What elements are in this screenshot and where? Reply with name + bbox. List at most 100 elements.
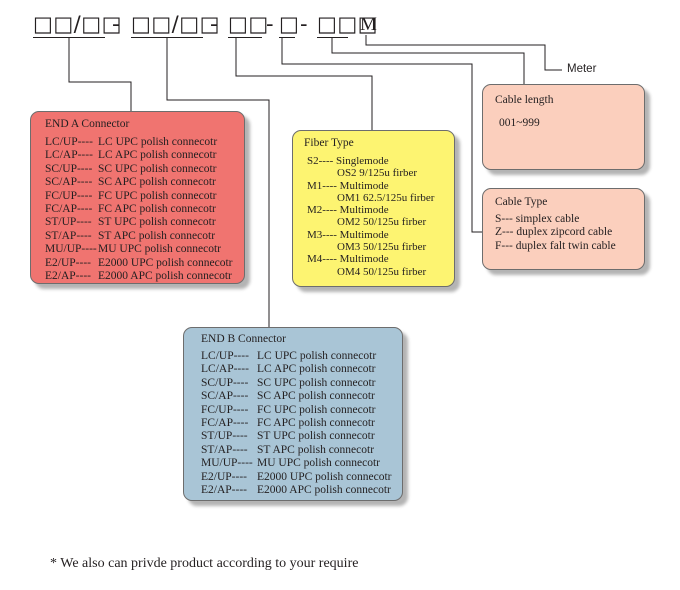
connector-code: FC/UP---- — [45, 189, 93, 202]
list-item: SC/AP---- SC APC polish connecotr — [201, 390, 391, 403]
connector-desc: LC APC polish connecotr — [98, 149, 217, 162]
code-seg-length: □□□ — [317, 12, 379, 36]
connector-desc: LC APC polish connecotr — [257, 363, 376, 376]
fiber-line: OM3 50/125u firber — [337, 241, 427, 254]
fiber-line: M4---- Multimode — [307, 253, 389, 266]
footnote: * We also can privde product according t… — [50, 556, 359, 571]
fiber-line: OM4 50/125u firber — [337, 265, 427, 278]
connector-code: LC/UP---- — [45, 136, 93, 148]
connector-desc: E2000 UPC polish connecotr — [257, 470, 392, 483]
list-item: E2/UP----E2000 UPC polish connecotr — [201, 471, 391, 484]
cable-type-item: F--- duplex falt twin cable — [495, 239, 616, 252]
connector-desc: ST APC polish connecotr — [98, 229, 216, 242]
fiber-line: M1---- Multimode — [307, 179, 389, 192]
cable-length-box: Cable length 001~999 — [482, 84, 645, 170]
code-seg-fiber: □□ — [228, 12, 269, 36]
list-item: ST/AP---- ST APC polish connecotr — [45, 230, 232, 243]
code-seg-meter: M — [360, 14, 378, 35]
code-dash-3: - — [266, 12, 275, 36]
connector-desc: FC UPC polish connecotr — [98, 189, 217, 202]
fiber-line: OM1 62.5/125u firber — [337, 191, 435, 204]
connector-code: SC/AP---- — [201, 390, 249, 403]
connector-desc: ST APC polish connecotr — [257, 443, 375, 456]
code-dash-2: - — [210, 12, 219, 36]
code-seg-end-b: □□/□□ — [131, 12, 220, 36]
line-end-a — [68, 38, 132, 111]
connector-desc: FC APC polish connecotr — [257, 417, 375, 430]
end-a-connector-box: END A Connector LC/UP---- LC UPC polish c… — [30, 111, 245, 284]
connector-desc: ST UPC polish connecotr — [257, 430, 375, 443]
connector-desc: LC UPC polish connecotr — [257, 350, 377, 362]
connector-code: FC/UP---- — [201, 403, 249, 416]
connector-desc: LC UPC polish connecotr — [98, 136, 218, 148]
list-item: E2/UP---- E2000 UPC polish connecotr — [45, 257, 232, 270]
connector-code: ST/UP---- — [45, 216, 92, 229]
connector-desc: E2000 APC polish connecotr — [98, 270, 232, 283]
list-item: MU/UP----MU UPC polish connecotr — [45, 243, 232, 256]
cable-type-item: Z--- duplex zipcord cable — [495, 226, 613, 239]
connector-desc: MU UPC polish connecotr — [257, 457, 380, 470]
cable-length-title: Cable length — [495, 94, 554, 106]
list-item: FC/UP---- FC UPC polish connecotr — [201, 404, 391, 417]
connector-desc: E2000 APC polish connecotr — [257, 484, 391, 497]
connector-desc: SC APC polish connecotr — [257, 390, 375, 403]
end-b-connector-box: END B Connector LC/UP---- LC UPC polish c… — [183, 327, 403, 501]
connector-desc: SC APC polish connecotr — [98, 176, 216, 189]
code-seg-end-a: □□/□□ — [33, 12, 122, 36]
connector-code: E2/UP---- — [45, 256, 91, 269]
connector-desc: SC UPC polish connecotr — [257, 376, 376, 389]
connector-desc: FC UPC polish connecotr — [257, 403, 376, 416]
connector-desc: FC APC polish connecotr — [98, 203, 216, 216]
cable-length-value: 001~999 — [499, 117, 540, 129]
code-dash-4: - — [300, 12, 309, 36]
list-item: FC/UP---- FC UPC polish connecotr — [45, 190, 232, 203]
line-end-b — [166, 38, 270, 327]
line-cable-length — [331, 38, 525, 84]
code-seg-cable-type: □ — [279, 12, 300, 36]
line-cable-type — [281, 38, 482, 233]
list-item: LC/AP---- LC APC polish connecotr — [201, 363, 391, 376]
connector-code: LC/UP---- — [201, 350, 249, 362]
list-item: FC/AP---- FC APC polish connecotr — [45, 203, 232, 216]
connector-code: LC/AP---- — [45, 149, 93, 162]
connector-code: SC/AP---- — [45, 176, 93, 189]
cable-type-title: Cable Type — [495, 196, 548, 208]
list-item: E2/AP----E2000 APC polish connecotr — [45, 270, 232, 283]
connector-code: MU/UP---- — [45, 243, 97, 256]
fiber-line: OM2 50/125u firber — [337, 216, 427, 229]
list-item: ST/UP----ST UPC polish connecotr — [201, 430, 391, 443]
list-item: LC/UP---- LC UPC polish connecotr — [45, 136, 232, 149]
list-item: MU/UP---- MU UPC polish connecotr — [201, 457, 391, 470]
list-item: ST/AP---- ST APC polish connecotr — [201, 444, 391, 457]
connector-code: ST/AP---- — [45, 229, 92, 242]
line-meter — [365, 35, 562, 71]
code-dash-1: - — [112, 12, 121, 36]
connector-code: SC/UP---- — [201, 376, 249, 389]
list-item: LC/AP---- LC APC polish connecotr — [45, 149, 232, 162]
list-item: SC/AP---- SC APC polish connecotr — [45, 176, 232, 189]
connector-code: LC/AP---- — [201, 363, 249, 376]
fiber-line: OS2 9/125u firber — [337, 167, 418, 180]
connector-code: FC/AP---- — [45, 203, 93, 216]
list-item: FC/AP----FC APC polish connecotr — [201, 417, 391, 430]
connector-code: MU/UP---- — [201, 457, 253, 470]
end-a-title: END A Connector — [45, 118, 130, 130]
connector-code: SC/UP---- — [45, 162, 93, 175]
cable-type-item: S--- simplex cable — [495, 213, 580, 225]
line-fiber — [235, 38, 373, 130]
list-item: SC/UP----SC UPC polish connecotr — [45, 163, 232, 176]
end-b-title: END B Connector — [201, 333, 286, 345]
list-item: LC/UP---- LC UPC polish connecotr — [201, 350, 391, 363]
connector-code: ST/AP---- — [201, 443, 248, 456]
list-item: E2/AP----E2000 APC polish connecotr — [201, 484, 391, 497]
connector-desc: E2000 UPC polish connecotr — [98, 256, 233, 269]
fiber-line: M2---- Multimode — [307, 204, 389, 217]
list-item: SC/UP---- SC UPC polish connecotr — [201, 377, 391, 390]
